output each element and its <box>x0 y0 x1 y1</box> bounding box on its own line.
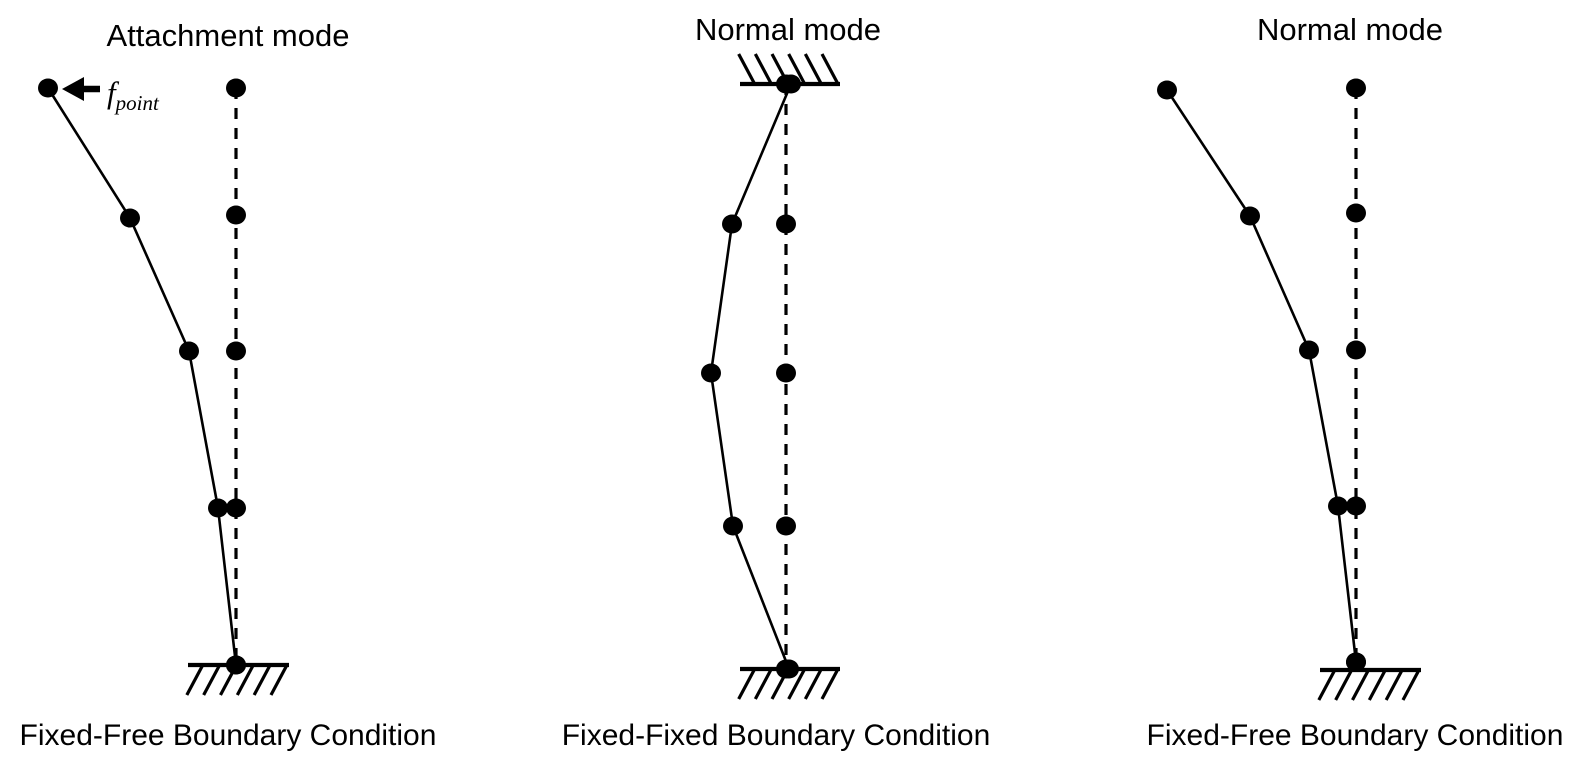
mode-node <box>1157 80 1177 100</box>
mode-node <box>722 214 742 234</box>
reference-node <box>1346 496 1366 516</box>
mode-node <box>226 655 246 675</box>
panel-title: Normal mode <box>695 12 881 47</box>
support-hatch <box>820 53 840 85</box>
mode-shape-line <box>1165 88 1358 664</box>
support-hatch <box>1384 669 1404 701</box>
mode-node <box>781 74 801 94</box>
panel-title: Normal mode <box>1257 12 1443 47</box>
force-arrow-head <box>62 77 84 101</box>
reference-node <box>1346 203 1366 223</box>
support-hatch <box>820 668 840 700</box>
support-hatch <box>269 664 289 696</box>
reference-node <box>1346 340 1366 360</box>
reference-node <box>1346 78 1366 98</box>
mode-shape-line <box>46 86 238 667</box>
mode-node <box>779 659 799 679</box>
mode-node <box>208 498 228 518</box>
mode-node <box>1240 206 1260 226</box>
mode-node <box>120 208 140 228</box>
mode-node <box>1346 652 1366 672</box>
support-hatch <box>737 668 757 700</box>
support-hatch <box>235 664 255 696</box>
support-hatch <box>1367 669 1387 701</box>
boundary-condition-label: Fixed-Free Boundary Condition <box>1147 719 1564 752</box>
support-hatch <box>1317 669 1337 701</box>
mode-node <box>179 341 199 361</box>
support-hatch <box>252 664 272 696</box>
support-hatch <box>737 53 757 85</box>
reference-node <box>776 363 796 383</box>
support-hatch <box>787 668 807 700</box>
support-hatch <box>1401 669 1421 701</box>
mode-node <box>38 78 58 98</box>
reference-node <box>226 205 246 225</box>
reference-node <box>776 214 796 234</box>
reference-node <box>226 78 246 98</box>
mode-node <box>1328 496 1348 516</box>
force-label: fpoint <box>107 75 160 115</box>
support-hatch <box>185 664 205 696</box>
panel-title: Attachment mode <box>107 18 350 53</box>
reference-node <box>226 498 246 518</box>
support-hatch <box>787 53 807 85</box>
reference-node <box>776 516 796 536</box>
mode-node <box>701 363 721 383</box>
force-label-subscript: point <box>114 91 160 115</box>
support-hatch <box>753 53 773 85</box>
support-hatch <box>803 53 823 85</box>
boundary-condition-label: Fixed-Fixed Boundary Condition <box>562 719 991 752</box>
support-hatch <box>753 668 773 700</box>
reference-node <box>226 341 246 361</box>
mode-node <box>723 516 743 536</box>
support-hatch <box>1351 669 1370 701</box>
mode-node <box>1299 340 1319 360</box>
boundary-condition-label: Fixed-Free Boundary Condition <box>20 719 437 752</box>
support-hatch <box>202 664 222 696</box>
support-hatch <box>803 668 823 700</box>
support-hatch <box>1334 669 1354 701</box>
